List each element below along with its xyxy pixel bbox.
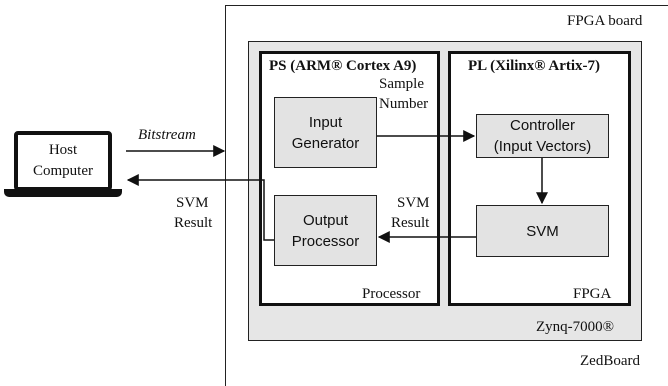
fpga-board-outline <box>225 5 668 386</box>
svm-result-left-line1: SVM <box>176 195 209 211</box>
host-computer-line1: Host <box>48 142 78 158</box>
svm-block: SVM <box>476 205 609 257</box>
zynq-label: Zynq-7000® <box>536 319 615 335</box>
input-generator-line1: Input <box>308 113 343 131</box>
fpga-label: FPGA <box>573 286 612 302</box>
svm-result-left-line2: Result <box>174 215 213 231</box>
pl-region <box>448 51 631 306</box>
fpga-board-label: FPGA board <box>567 13 643 29</box>
output-processor-block: Output Processor <box>274 195 377 266</box>
controller-block: Controller (Input Vectors) <box>476 114 609 158</box>
controller-line1: Controller <box>509 117 576 134</box>
input-generator-block: Input Generator <box>274 97 377 168</box>
input-generator-line2: Generator <box>291 134 360 152</box>
zedboard-label: ZedBoard <box>580 353 640 369</box>
ps-title: PS (ARM® Cortex A9) <box>269 58 417 74</box>
sample-number-label-line1: Sample <box>379 76 424 92</box>
svm-result-right-line2: Result <box>391 215 430 231</box>
laptop-base <box>4 189 122 197</box>
output-processor-line2: Processor <box>291 232 360 250</box>
output-processor-line1: Output <box>302 211 349 229</box>
result-to-host-arrow <box>126 174 274 241</box>
processor-label: Processor <box>362 286 421 302</box>
svm-result-right-line1: SVM <box>397 195 430 211</box>
host-computer: Host Computer <box>14 131 112 191</box>
host-computer-line2: Computer <box>33 163 93 179</box>
sample-number-label-line2: Number <box>379 96 429 112</box>
bitstream-label: Bitstream <box>138 127 196 143</box>
controller-line2: (Input Vectors) <box>493 138 592 155</box>
svm-block-label: SVM <box>526 222 559 240</box>
connector-layer <box>126 130 548 243</box>
pl-title: PL (Xilinx® Artix-7) <box>468 58 601 74</box>
